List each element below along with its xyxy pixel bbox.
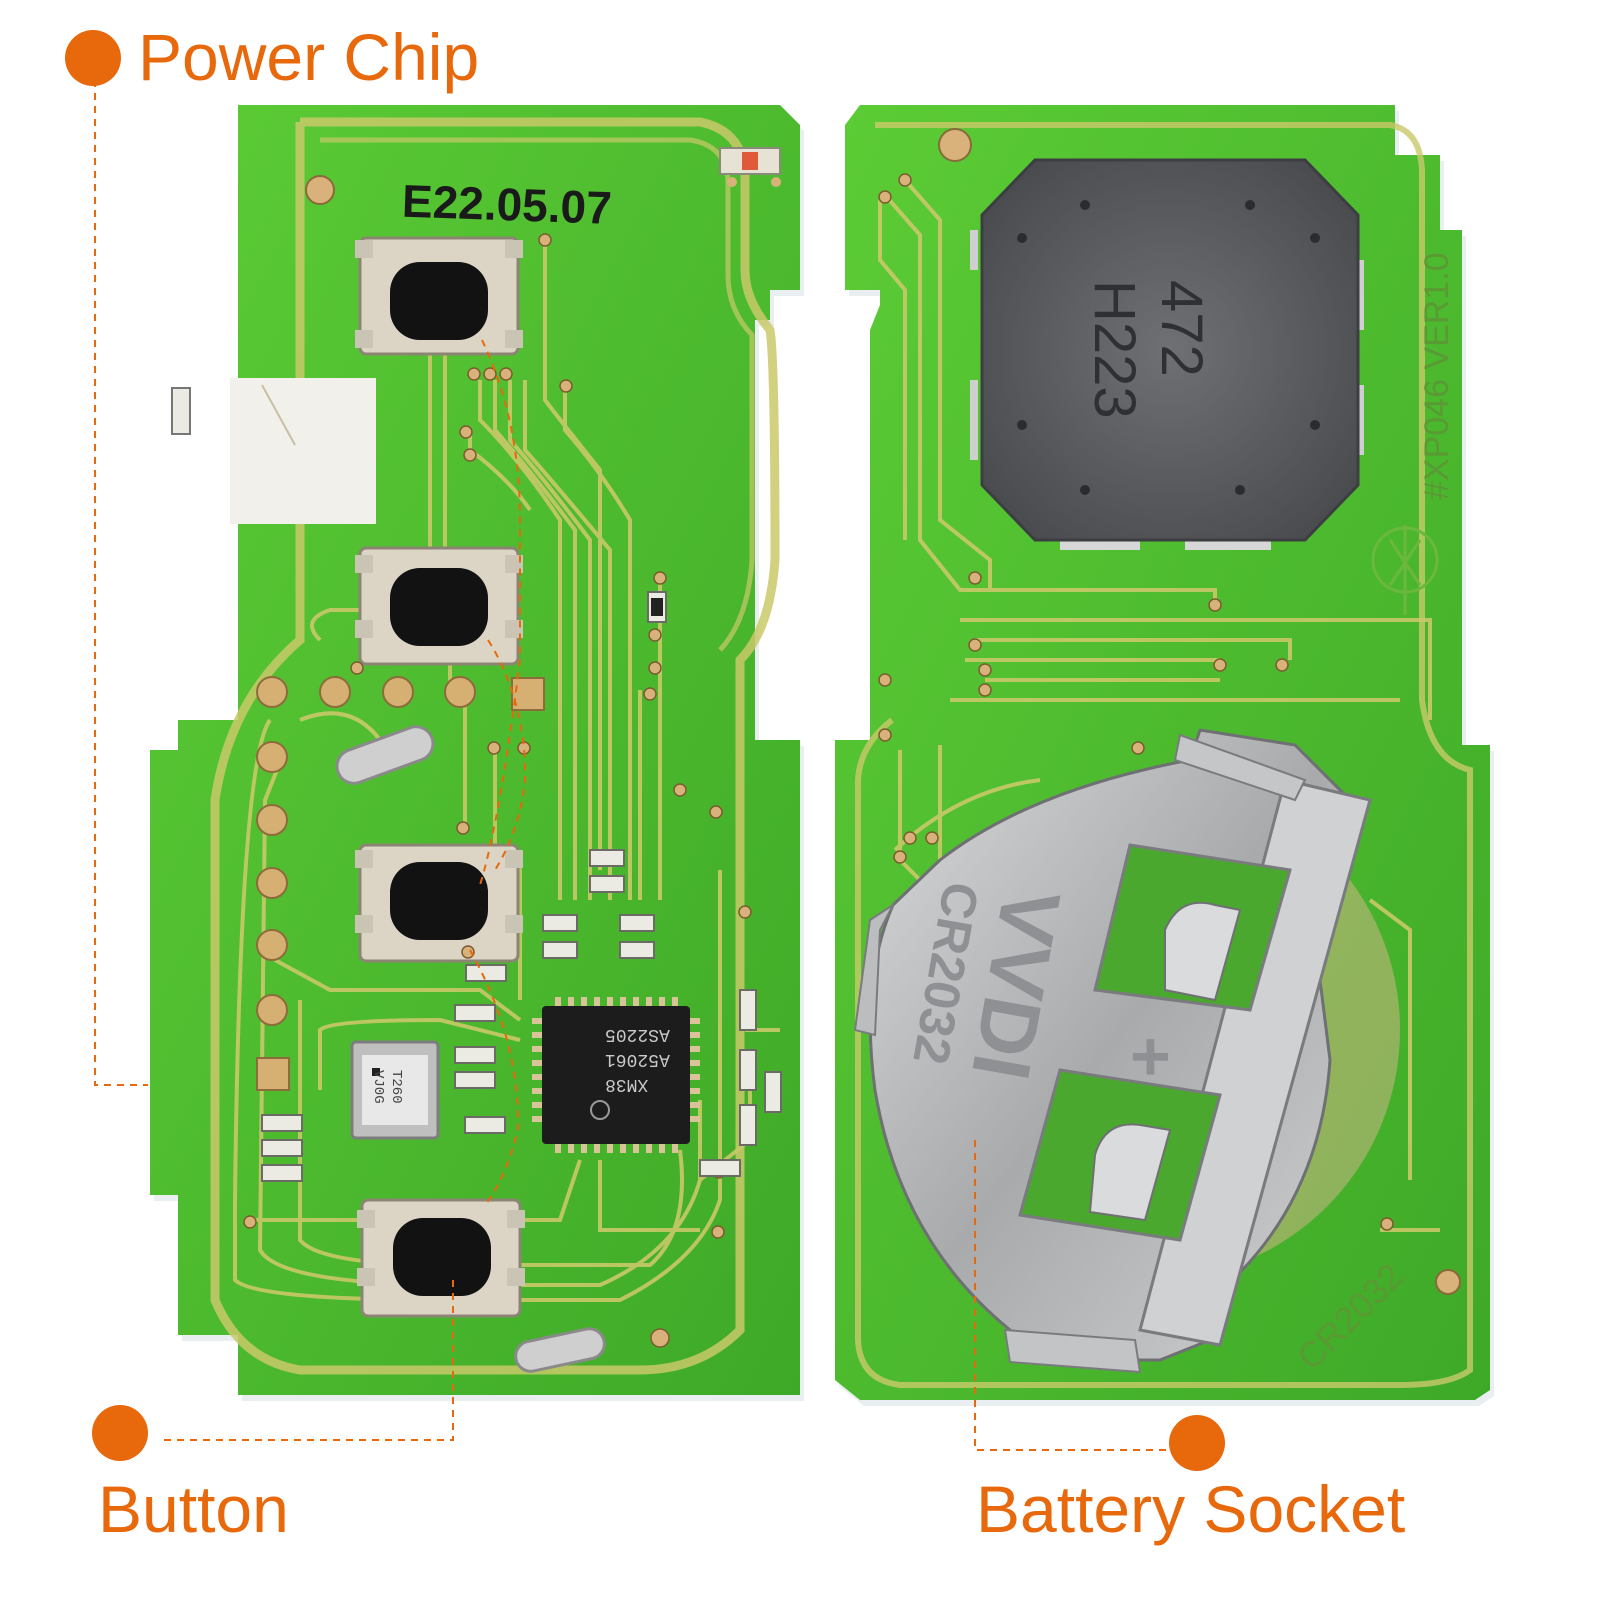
buzzer-marking-line2: H223 [1082, 280, 1147, 419]
crystal-marking-line2: VJ0G [370, 1070, 386, 1104]
led-component [719, 147, 781, 187]
power-chip-label: Power Chip [138, 20, 480, 94]
buzzer: 472 H223 [970, 158, 1364, 550]
manufacturer-logo [1371, 525, 1439, 615]
power-chip: AS2205 A52061 XM38 [532, 997, 700, 1153]
board-id: #XP046 VER1.0 [1418, 252, 1456, 500]
callout-marker [92, 1405, 148, 1461]
chip-marking-line1: AS2205 [605, 1024, 670, 1044]
callout-marker [1169, 1415, 1225, 1471]
battery-clip-polarity: + [1130, 1017, 1171, 1095]
mounting-via [938, 128, 972, 162]
crystal-marking-line1: T260 [388, 1070, 404, 1104]
chip-marking-line3: XM38 [605, 1074, 648, 1094]
mounting-via [1435, 1269, 1461, 1295]
tactile-button[interactable] [355, 546, 523, 666]
tactile-button[interactable] [355, 236, 523, 356]
chip-marking-line2: A52061 [605, 1049, 670, 1069]
callout-marker [65, 30, 121, 86]
date-code: E22.05.07 [401, 175, 612, 234]
pcb-front: E22.05.07 [150, 105, 804, 1401]
mounting-via [305, 175, 335, 205]
blank-label-sticker [230, 378, 376, 524]
button-label: Button [98, 1472, 289, 1546]
crystal-oscillator: T260 VJ0G [350, 1040, 440, 1140]
battery-socket-label: Battery Socket [976, 1472, 1406, 1546]
pcb-back: #XP046 VER1.0 472 H223 CR2032 [835, 105, 1494, 1406]
callout-leaders [94, 80, 1185, 1451]
battery-socket: VVDI CR2032 + [853, 728, 1372, 1374]
tactile-button[interactable] [355, 843, 523, 963]
tactile-button[interactable] [357, 1198, 525, 1318]
buzzer-marking-line1: 472 [1149, 280, 1214, 377]
test-pads [256, 676, 545, 1091]
